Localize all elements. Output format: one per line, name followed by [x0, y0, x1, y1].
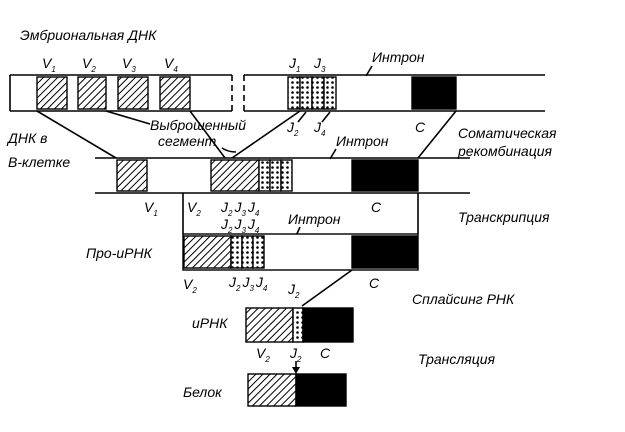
- dna-b-cell-label-2: В-клетке: [8, 154, 70, 170]
- arrow-icon: [292, 367, 300, 374]
- j1-segment: [287, 76, 301, 110]
- intron-label-3: Интрон: [288, 211, 341, 227]
- v1-segment: [36, 76, 68, 110]
- j4-segment: [323, 76, 337, 110]
- v3-segment: [117, 76, 149, 110]
- mrna-j2-label: J2: [289, 345, 302, 364]
- pro-mrna-label: Про-иРНК: [86, 245, 153, 261]
- dna-b-cell-label-1: ДНК в: [6, 130, 47, 146]
- somatic-label-1: Соматическая: [458, 125, 557, 141]
- mrna-label: иРНК: [192, 315, 228, 331]
- intron-label-1: Интрон: [372, 49, 425, 65]
- c-segment: [411, 76, 457, 110]
- j3-segment: [311, 76, 325, 110]
- discarded-segment-label-2: сегмент: [158, 133, 217, 149]
- mrna-v2-label: V2: [256, 345, 270, 364]
- j4-label: J4: [313, 119, 326, 138]
- b-cell-v1-label: V1: [144, 199, 158, 218]
- embryonic-dna-strand: [9, 74, 545, 112]
- somatic-label-2: рекомбинация: [457, 143, 553, 159]
- discarded-segment-label-1: Выброшенный: [150, 117, 246, 133]
- pro-mrna-c-label: C: [369, 275, 380, 291]
- v3-label: V3: [122, 55, 136, 74]
- v2-label: V2: [82, 55, 96, 74]
- j2-label: J2: [286, 119, 299, 138]
- intron-label-2: Интрон: [336, 133, 389, 149]
- b-cell-c-label: C: [371, 199, 382, 215]
- translation-label: Трансляция: [418, 351, 496, 367]
- pro-mrna-v2-label: V2: [183, 276, 197, 295]
- embryonic-dna-label: Эмбриональная ДНК: [20, 27, 157, 43]
- j1-label: J1: [288, 55, 300, 74]
- j2-segment: [299, 76, 313, 110]
- b-cell-v2-label: V2: [187, 199, 201, 218]
- protein-label: Белок: [183, 384, 223, 400]
- v4-segment: [159, 76, 191, 110]
- mrna-strand: [245, 307, 354, 343]
- recombination-lines: [36, 110, 457, 159]
- splicing-label: Сплайсинг РНК: [412, 291, 515, 307]
- j3-label: J3: [313, 55, 326, 74]
- transcription-label: Транскрипция: [458, 209, 550, 225]
- protein-strand: [247, 373, 347, 407]
- v4-label: V4: [164, 55, 178, 74]
- c-label-1: C: [415, 119, 426, 135]
- mrna-c-label: C: [320, 345, 331, 361]
- pro-mrna-strand: [182, 233, 419, 271]
- b-cell-dna-strand: [95, 157, 470, 194]
- v1-label: V1: [42, 55, 56, 74]
- pro-mrna-j2-label: J2: [287, 281, 300, 300]
- v2-segment: [77, 76, 107, 110]
